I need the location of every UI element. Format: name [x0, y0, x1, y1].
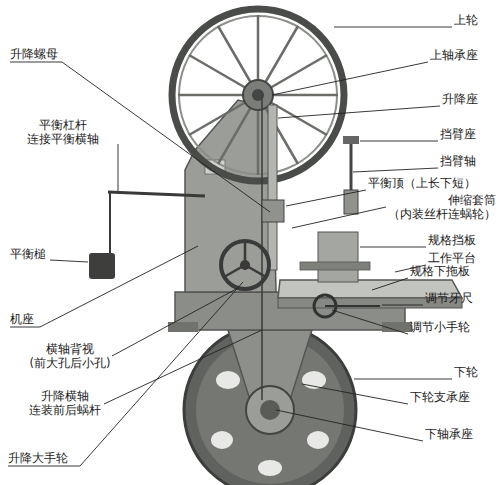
blade-and-guide-part: [262, 200, 284, 222]
part-label: 平衡杠杆 连接平衡横轴: [14, 118, 112, 146]
upper-wheel-part: [172, 9, 344, 181]
balance-lever-and-weight-part: [109, 192, 111, 254]
part-label: 规格挡板: [428, 233, 476, 247]
leader-lines-part: [382, 305, 423, 306]
leader-lines-part: [10, 246, 198, 327]
lower-wheel-part: [307, 431, 329, 449]
lower-wheel-part: [184, 324, 356, 485]
balance-lever-and-weight-part: [89, 253, 115, 279]
part-label: 下轴承座: [425, 427, 473, 441]
part-label: 机座: [10, 312, 34, 326]
leader-lines-part: [10, 62, 270, 212]
lift-handwheel-part: [221, 241, 269, 289]
leader-lines-part: [292, 207, 386, 228]
lift-handwheel: [221, 241, 269, 289]
leader-lines-part: [286, 190, 366, 206]
balance-lever-and-weight: [89, 192, 205, 279]
leader-lines-part: [334, 27, 452, 28]
part-label: 调节小手轮: [410, 320, 470, 334]
upper-wheel: [172, 9, 344, 181]
leader-lines-part: [360, 247, 426, 248]
balance-lever-and-weight-part: [108, 192, 205, 196]
leader-lines-part: [118, 144, 119, 191]
work-table-part: [300, 262, 370, 270]
part-label: 挡臂轴: [440, 154, 476, 168]
lift-handwheel-part: [240, 260, 250, 270]
part-label: 平衡顶（上长下短）: [368, 176, 476, 190]
work-table-part: [325, 305, 380, 307]
upper-wheel-part: [178, 15, 338, 175]
part-label: 下轮: [454, 365, 478, 379]
leader-lines-part: [276, 410, 423, 441]
leader-lines-part: [50, 260, 88, 262]
part-label: 升降大手轮: [8, 451, 68, 465]
lower-wheel: [184, 324, 356, 485]
lift-handwheel-part: [224, 241, 266, 277]
leader-lines-part: [278, 106, 440, 118]
part-label: 工作平台: [428, 251, 476, 265]
part-label: 升降横轴 连装前后蜗杆: [22, 389, 108, 417]
lower-wheel-support: [228, 330, 312, 434]
part-label: 挡臂座: [440, 127, 476, 141]
part-label: 上轴承座: [430, 48, 478, 62]
work-table-part: [318, 232, 358, 282]
part-label: 下轮支承座: [410, 390, 470, 404]
leader-lines-part: [354, 379, 452, 380]
part-label: 平衡槌: [10, 247, 46, 261]
part-label: 横轴背视 (前大孔后小孔): [22, 342, 118, 370]
lower-wheel-part: [211, 431, 233, 449]
part-label: 上轮: [454, 13, 478, 27]
part-label: 调节牙尺: [425, 291, 473, 305]
part-label: 伸缩套筒 （内装丝杆连蜗轮）: [356, 193, 496, 221]
blade-and-guide-part: [268, 105, 277, 270]
leader-lines-part: [302, 384, 408, 404]
blade-and-guide-part: [343, 136, 359, 144]
part-label: 升降螺母: [10, 47, 58, 61]
leader-lines-part: [8, 282, 243, 466]
leader-lines-part: [104, 330, 262, 404]
leader-lines-part: [332, 310, 408, 334]
blade-and-guide-part: [350, 140, 353, 190]
part-label: 规格下拖板: [410, 264, 470, 278]
leader-lines-part: [372, 278, 408, 290]
lower-wheel-support-part: [246, 386, 294, 434]
leader-lines-part: [272, 62, 428, 95]
lower-wheel-part: [258, 460, 282, 476]
leader-lines-part: [112, 288, 238, 356]
leader-lines-part: [353, 168, 438, 172]
lower-wheel-part: [216, 371, 240, 389]
leader-lines-part: [360, 141, 438, 142]
part-label: 升降座: [442, 92, 478, 106]
leader-lines: [8, 27, 452, 466]
blade-and-guide: [262, 95, 359, 400]
upper-wheel-part: [179, 16, 337, 174]
